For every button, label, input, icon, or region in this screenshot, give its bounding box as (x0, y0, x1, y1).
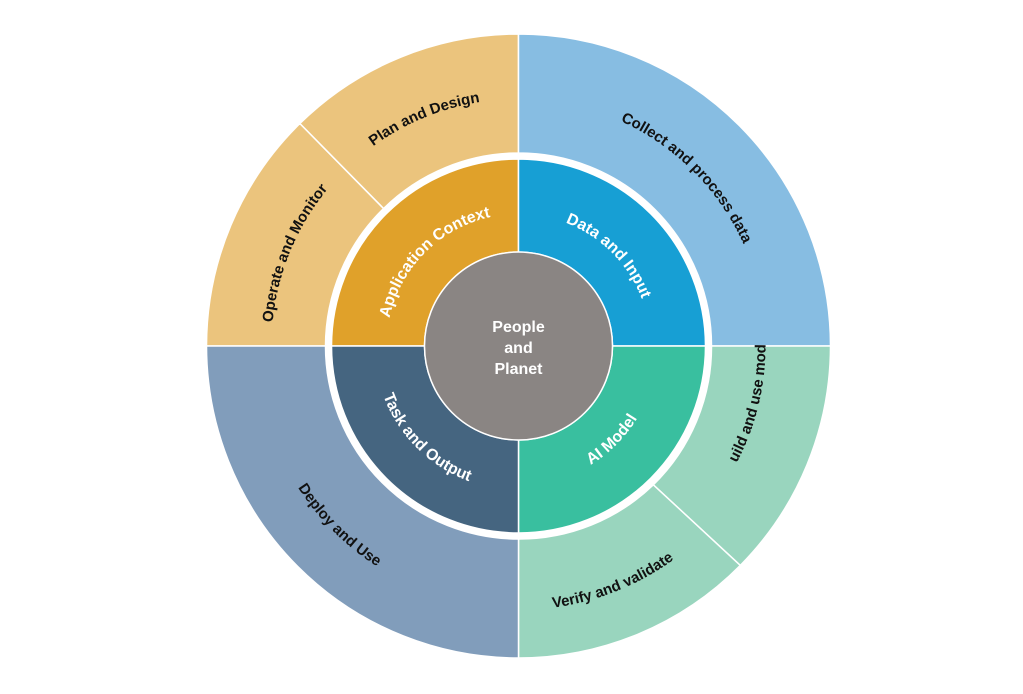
outer-ring (205, 33, 832, 659)
outer-segment-deploy[interactable] (205, 345, 520, 659)
center-label-line-1: People (492, 319, 545, 336)
outer-segment-collect[interactable] (517, 33, 832, 347)
center-label-line-3: Planet (494, 361, 543, 378)
center-labels: People and Planet (492, 319, 545, 378)
center-circle[interactable] (423, 251, 614, 441)
center-label-line-2: and (504, 340, 532, 357)
